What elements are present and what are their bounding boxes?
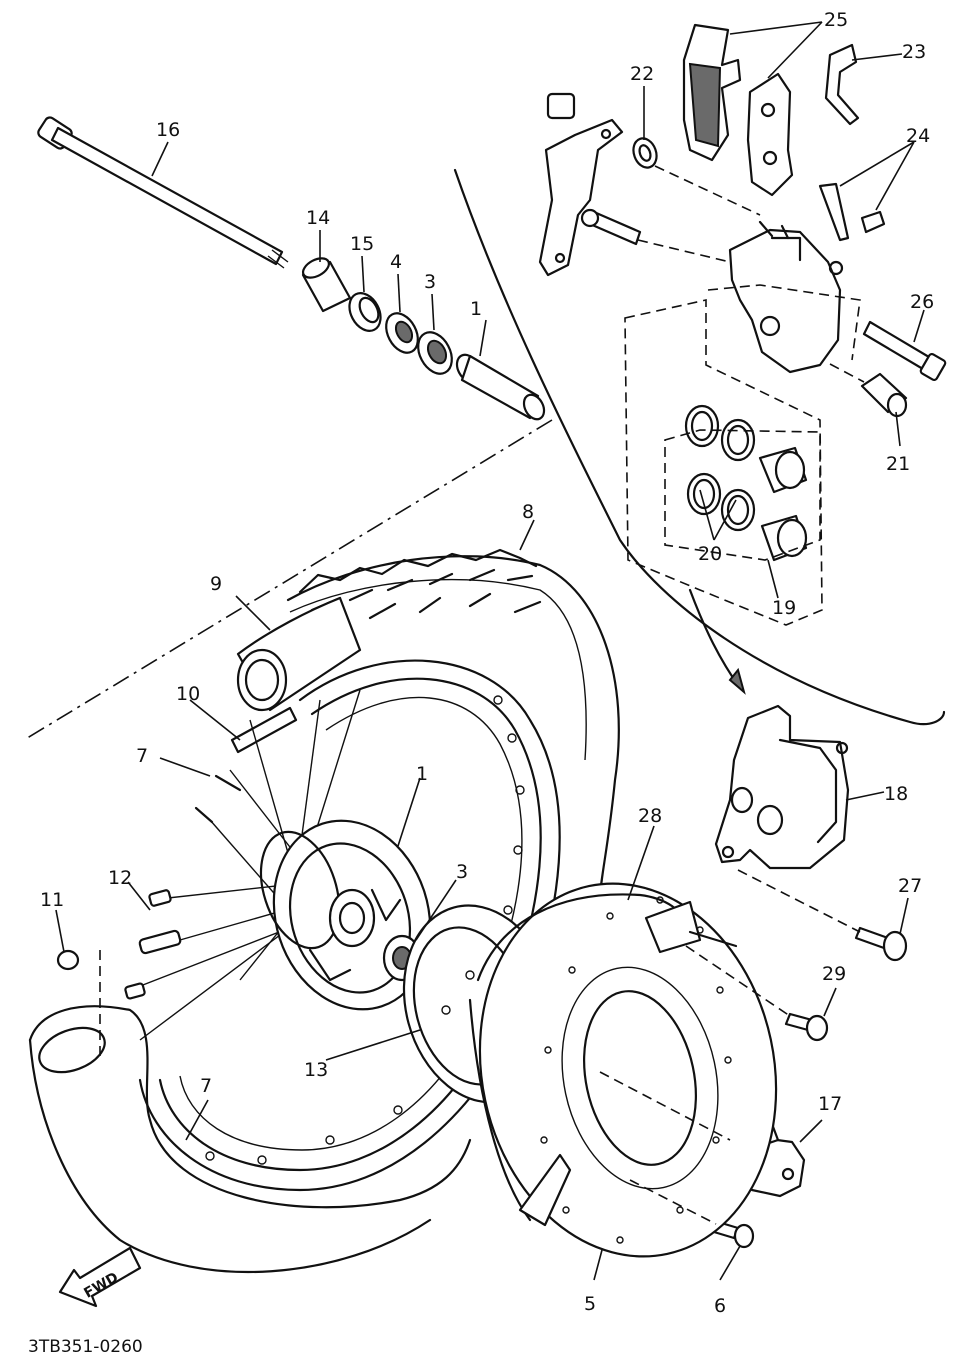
callout-21: 20 (698, 543, 722, 565)
callout-29: 28 (638, 805, 662, 827)
callout-2: 1 (470, 298, 482, 320)
callout-23: 22 (630, 63, 654, 85)
callout-3-lower: 3 (456, 861, 468, 883)
callout-14: 13 (304, 1059, 328, 1081)
callout-22: 21 (886, 453, 910, 475)
callout-19: 18 (884, 783, 908, 805)
bearing-3-upper (417, 331, 453, 375)
separation-curve (453, 168, 946, 726)
spring-24 (824, 43, 860, 126)
caliper-bracket (538, 92, 624, 277)
callout-27: 26 (910, 291, 934, 313)
spacer-2 (455, 353, 546, 421)
disc-callout-lines (599, 945, 791, 1225)
axle-centerline (23, 419, 553, 741)
kit-outline-dashes (624, 284, 861, 626)
nipples-13 (124, 889, 182, 1000)
caliper-body-upper (728, 220, 844, 374)
bolt-28 (737, 869, 908, 962)
callout-28: 27 (898, 875, 922, 897)
callout-1: 1 (416, 763, 428, 785)
fwd-arrow: FWD (58, 1246, 142, 1308)
callout-6: 6 (714, 1295, 726, 1317)
callout-centerlines (637, 165, 865, 383)
callout-25: 24 (906, 125, 930, 147)
bolt-30 (784, 1012, 829, 1042)
tube-10 (38, 596, 362, 1074)
callout-24: 23 (902, 41, 926, 63)
callout-26: 25 (824, 9, 848, 31)
pin-bolt (580, 208, 642, 246)
seal-16 (348, 292, 382, 332)
tire-9 (28, 548, 620, 1274)
callout-labels: 1 3 4 15 14 16 22 25 23 24 26 21 20 19 8… (40, 9, 934, 1317)
callout-8: 7 (136, 745, 148, 767)
callout-17: 16 (156, 119, 180, 141)
valve-cap-12 (56, 949, 101, 1060)
collar-15 (301, 257, 352, 313)
callout-7: 7 (200, 1075, 212, 1097)
callout-13: 12 (108, 867, 132, 889)
bushing-22 (860, 372, 908, 418)
callout-15: 14 (306, 207, 330, 229)
callout-5: 5 (584, 1293, 596, 1315)
caliper-assembly-19 (714, 704, 850, 870)
pads-26 (682, 23, 794, 197)
leader-lines (55, 21, 925, 1281)
axle-17 (37, 116, 289, 269)
boot-23 (632, 137, 658, 169)
callout-30: 29 (822, 963, 846, 985)
bolt-27 (862, 320, 947, 382)
callout-3-upper: 3 (424, 271, 436, 293)
callout-20: 19 (772, 597, 796, 619)
callout-9: 8 (522, 501, 534, 523)
callout-11: 10 (176, 683, 200, 705)
bleeder-25 (818, 182, 886, 242)
piston-kit-20-21 (684, 404, 808, 562)
bearing-4 (385, 312, 419, 354)
callout-4: 4 (390, 251, 402, 273)
callout-10: 9 (210, 573, 222, 595)
callout-18: 17 (818, 1093, 842, 1115)
disc-cover-29 (468, 893, 738, 1227)
callout-12: 11 (40, 889, 64, 911)
rim-band-11 (230, 706, 298, 754)
diagram-code: 3TB351-0260 (28, 1337, 143, 1357)
callout-16: 15 (350, 233, 374, 255)
